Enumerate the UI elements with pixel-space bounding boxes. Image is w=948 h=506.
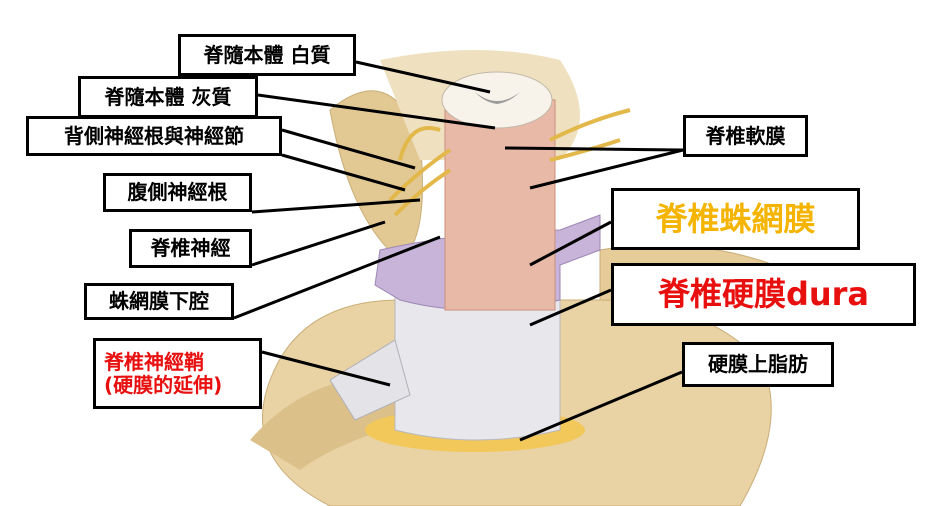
label-ventral-root: 腹側神經根 bbox=[103, 173, 252, 212]
cord-cross-section bbox=[441, 71, 553, 129]
leader-lines bbox=[233, 60, 684, 442]
spinal-cord bbox=[444, 99, 556, 311]
label-epidural-fat: 硬膜上脂肪 bbox=[682, 342, 834, 387]
label-nerve-sheath: 脊椎神經鞘 (硬膜的延伸) bbox=[93, 338, 262, 409]
label-spinal-nerve: 脊椎神經 bbox=[129, 229, 252, 268]
label-white-matter: 脊隨本體 白質 bbox=[178, 34, 356, 76]
label-pia-mater: 脊椎軟膜 bbox=[683, 115, 808, 157]
label-dorsal-root: 背側神經根與神經節 bbox=[26, 116, 282, 156]
label-dura-mater: 脊椎硬膜dura bbox=[611, 263, 916, 326]
gray-matter bbox=[475, 92, 520, 104]
left-process bbox=[329, 90, 423, 261]
label-arachnoid-mater: 脊椎蛛網膜 bbox=[611, 188, 860, 250]
label-subarachnoid-space: 蛛網膜下腔 bbox=[84, 283, 234, 320]
dura-tube bbox=[394, 289, 561, 441]
label-nerve-sheath-line1: 脊椎神經鞘 bbox=[104, 349, 204, 374]
label-nerve-sheath-line2: (硬膜的延伸) bbox=[104, 372, 223, 397]
label-gray-matter: 脊隨本體 灰質 bbox=[78, 76, 258, 118]
